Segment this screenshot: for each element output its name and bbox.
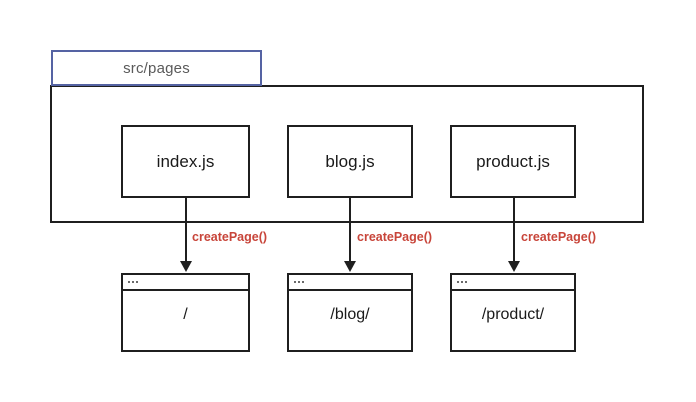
browser-titlebar bbox=[123, 275, 248, 291]
browser-viewport: /product/ bbox=[452, 291, 574, 350]
browser-viewport: /blog/ bbox=[289, 291, 411, 350]
browser-url-label: / bbox=[183, 305, 188, 323]
arrow-head-product bbox=[508, 261, 520, 272]
browser-titlebar bbox=[289, 275, 411, 291]
folder-tab-label: src/pages bbox=[123, 59, 190, 77]
window-dots-icon bbox=[457, 281, 467, 283]
file-box-blog-js: blog.js bbox=[287, 125, 413, 198]
browser-titlebar bbox=[452, 275, 574, 291]
browser-window-product: /product/ bbox=[450, 273, 576, 352]
file-box-label: product.js bbox=[476, 152, 550, 171]
browser-window-root: / bbox=[121, 273, 250, 352]
window-dots-icon bbox=[128, 281, 138, 283]
file-box-product-js: product.js bbox=[450, 125, 576, 198]
src-pages-folder-tab: src/pages bbox=[51, 50, 262, 86]
file-box-label: index.js bbox=[156, 152, 215, 171]
browser-url-label: /blog/ bbox=[330, 305, 370, 323]
arrow-line-product bbox=[513, 198, 515, 263]
arrow-line-index bbox=[185, 198, 187, 263]
browser-viewport: / bbox=[123, 291, 248, 350]
arrow-line-blog bbox=[349, 198, 351, 263]
arrow-head-blog bbox=[344, 261, 356, 272]
arrow-head-index bbox=[180, 261, 192, 272]
file-box-label: blog.js bbox=[325, 152, 375, 171]
arrow-label-create-page: createPage() bbox=[357, 230, 433, 244]
arrow-label-create-page: createPage() bbox=[192, 230, 268, 244]
browser-url-label: /product/ bbox=[481, 305, 545, 323]
file-box-index-js: index.js bbox=[121, 125, 250, 198]
window-dots-icon bbox=[294, 281, 304, 283]
browser-window-blog: /blog/ bbox=[287, 273, 413, 352]
arrow-label-create-page: createPage() bbox=[521, 230, 597, 244]
